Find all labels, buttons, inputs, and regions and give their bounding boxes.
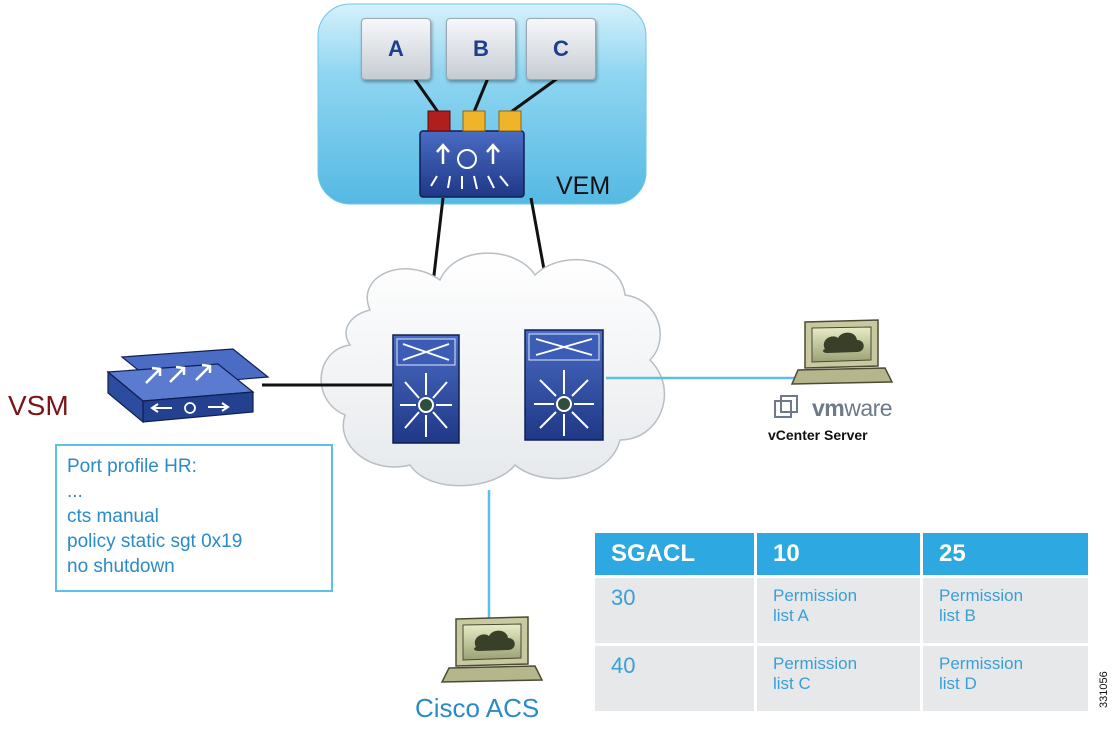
vsm-switch-icon	[106, 348, 270, 424]
acs-computer-icon	[440, 616, 544, 683]
sgacl-cell-line: list D	[939, 674, 977, 693]
vm-a-box: A	[361, 18, 431, 80]
link-vm-a	[412, 77, 440, 113]
sgacl-cell-line: list C	[773, 674, 811, 693]
network-cloud	[320, 252, 666, 487]
vsm-label: VSM	[8, 390, 69, 421]
link-vm-c	[510, 76, 559, 114]
port-profile-line: Port profile HR:	[67, 456, 197, 477]
vem-label: VEM	[556, 172, 611, 200]
port-profile-line: no shutdown	[67, 556, 175, 577]
port-profile-line: policy static sgt 0x19	[67, 531, 243, 552]
port-profile-line: ...	[67, 481, 83, 502]
vm-c-box: C	[526, 18, 596, 80]
sgacl-cell-line: Permission	[939, 654, 1024, 673]
link-vm-b	[472, 77, 490, 113]
figure-id: 331056	[1098, 671, 1110, 708]
sgacl-row-id: 40	[592, 643, 757, 714]
sgacl-header-row: SGACL 10 25	[592, 530, 1091, 578]
port-profile-line: cts manual	[67, 506, 159, 527]
vem-switch-icon	[419, 130, 525, 198]
cisco-acs-label: Cisco ACS	[415, 693, 540, 723]
port-c	[498, 110, 522, 132]
vcenter-server-label: vCenter Server	[768, 427, 868, 443]
switch-icon-1	[392, 334, 460, 444]
sgacl-cell-line: list A	[773, 606, 809, 625]
sgacl-header-cell: SGACL	[592, 530, 757, 578]
sgacl-cell-line: Permission	[939, 586, 1024, 605]
sgacl-header-cell: 10	[754, 530, 923, 578]
sgacl-cell-line: Permission	[773, 654, 858, 673]
vm-b-box: B	[446, 18, 516, 80]
vmware-logo-ware: ware	[844, 395, 893, 421]
vcenter-computer-icon	[790, 319, 894, 385]
sgacl-row-id: 30	[592, 575, 757, 646]
switch-icon-2	[524, 329, 604, 441]
vmware-logo-vm: vm	[812, 395, 845, 421]
vmware-logo: vmware	[812, 395, 893, 422]
sgacl-header-cell: 25	[920, 530, 1091, 578]
port-a	[427, 110, 451, 132]
sgacl-cell-line: list B	[939, 606, 976, 625]
port-b	[462, 110, 486, 132]
sgacl-cell-line: Permission	[773, 586, 858, 605]
port-profile-box: Port profile HR: ... cts manual policy s…	[55, 444, 333, 592]
vmware-logo-icon	[774, 395, 798, 418]
